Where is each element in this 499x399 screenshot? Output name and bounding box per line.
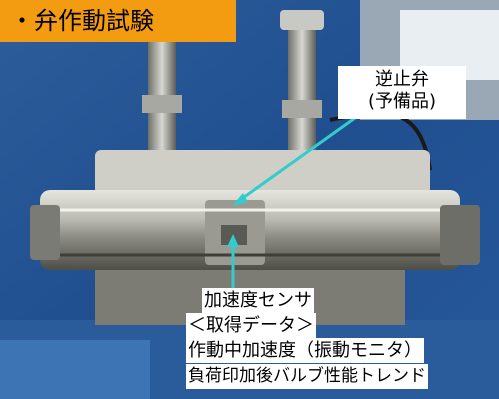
check-valve-label: 逆止弁 (予備品) [338, 66, 466, 119]
check-valve-label-line1: 逆止弁 [375, 69, 429, 90]
pipe-fitting-right [282, 100, 322, 118]
sensor-caption-line2: ＜取得データ＞ [186, 313, 316, 338]
accelerometer [221, 225, 247, 245]
pipe-cap-right [280, 10, 324, 30]
left-end-flange [30, 205, 60, 260]
pipe-fitting-left [142, 95, 182, 113]
sensor-caption-line1: 加速度センサ [202, 288, 314, 313]
sensor-arrowhead [227, 234, 239, 247]
bench-panel [0, 340, 150, 399]
sensor-caption-line4: 負荷印加後バルブ性能トレンド [186, 364, 428, 389]
check-valve-arrowhead [232, 193, 248, 206]
check-valve-arrow [239, 116, 356, 202]
check-valve-label-line2: (予備品) [367, 91, 437, 112]
sensor-caption-line3: 作動中加速度（振動モニタ） [186, 338, 424, 363]
slide-title: ・弁作動試験 [0, 0, 236, 42]
upper-housing [95, 150, 430, 195]
right-end-flange [440, 205, 480, 265]
sensor-caption: 加速度センサ ＜取得データ＞ 作動中加速度（振動モニタ） 負荷印加後バルブ性能ト… [186, 288, 499, 399]
